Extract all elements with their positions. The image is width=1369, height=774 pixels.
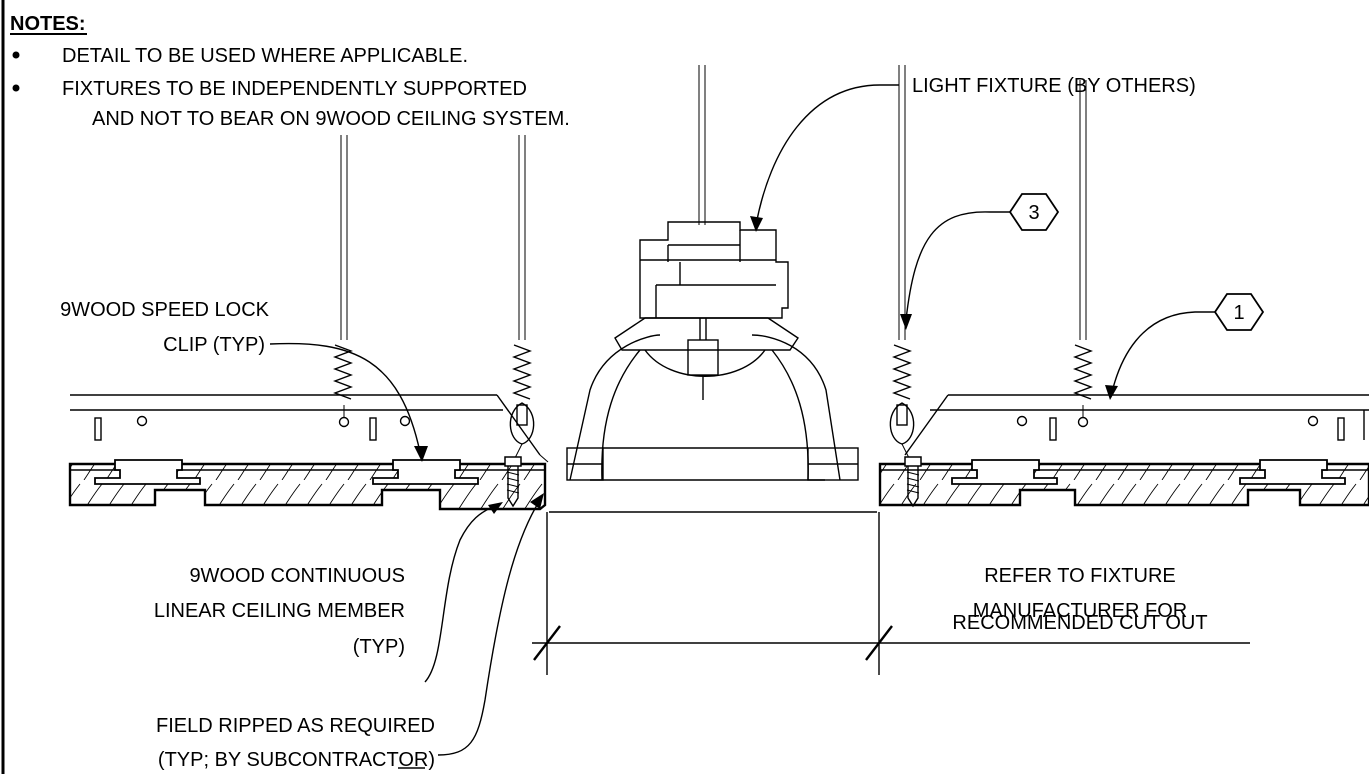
light-fixture — [566, 221, 859, 481]
keynote-tag-3: 3 — [1008, 193, 1060, 231]
speed-lock-clip-label-1: 9WOOD SPEED LOCK — [60, 299, 270, 321]
member-label-2: LINEAR CEILING MEMBER — [154, 600, 405, 622]
cutout-note-3: RECOMMENDED CUT OUT — [952, 612, 1207, 634]
light-fixture-label: LIGHT FIXTURE (BY OTHERS) — [912, 75, 1196, 97]
member-label-1: 9WOOD CONTINUOUS — [189, 565, 405, 587]
cutout-note-2: MANUFACTURER FOR — [973, 600, 1187, 622]
screws — [504, 456, 922, 508]
note-item-1: DETAIL TO BE USED WHERE APPLICABLE. — [62, 45, 468, 67]
bullet-icon — [12, 51, 20, 59]
keynote-tag-1: 1 — [1213, 293, 1265, 331]
carrier-rail-right — [904, 394, 1369, 456]
cutout-dimension — [532, 511, 1250, 675]
field-ripped-label-1: FIELD RIPPED AS REQUIRED — [156, 715, 435, 737]
note-item-2: FIXTURES TO BE INDEPENDENTLY SUPPORTED — [62, 78, 527, 100]
member-label-3: (TYP) — [353, 636, 405, 658]
hanger-wires — [333, 65, 1093, 465]
carrier-rail-left — [70, 394, 549, 463]
leader-lines — [269, 84, 1215, 769]
note-item-2-continued: AND NOT TO BEAR ON 9WOOD CEILING SYSTEM. — [92, 108, 570, 130]
cutout-note-1: REFER TO FIXTURE — [984, 565, 1176, 587]
tag-1-label: 1 — [1233, 302, 1244, 324]
notes-heading: NOTES: — [10, 13, 86, 35]
speed-lock-clips — [94, 459, 1346, 485]
notes-block: NOTES: DETAIL TO BE USED WHERE APPLICABL… — [10, 13, 570, 130]
tag-3-label: 3 — [1028, 202, 1039, 224]
speed-lock-clip-label-2: CLIP (TYP) — [163, 334, 265, 356]
field-ripped-label-2: (TYP; BY SUBCONTRACTOR) — [158, 749, 435, 771]
bullet-icon — [12, 84, 20, 92]
